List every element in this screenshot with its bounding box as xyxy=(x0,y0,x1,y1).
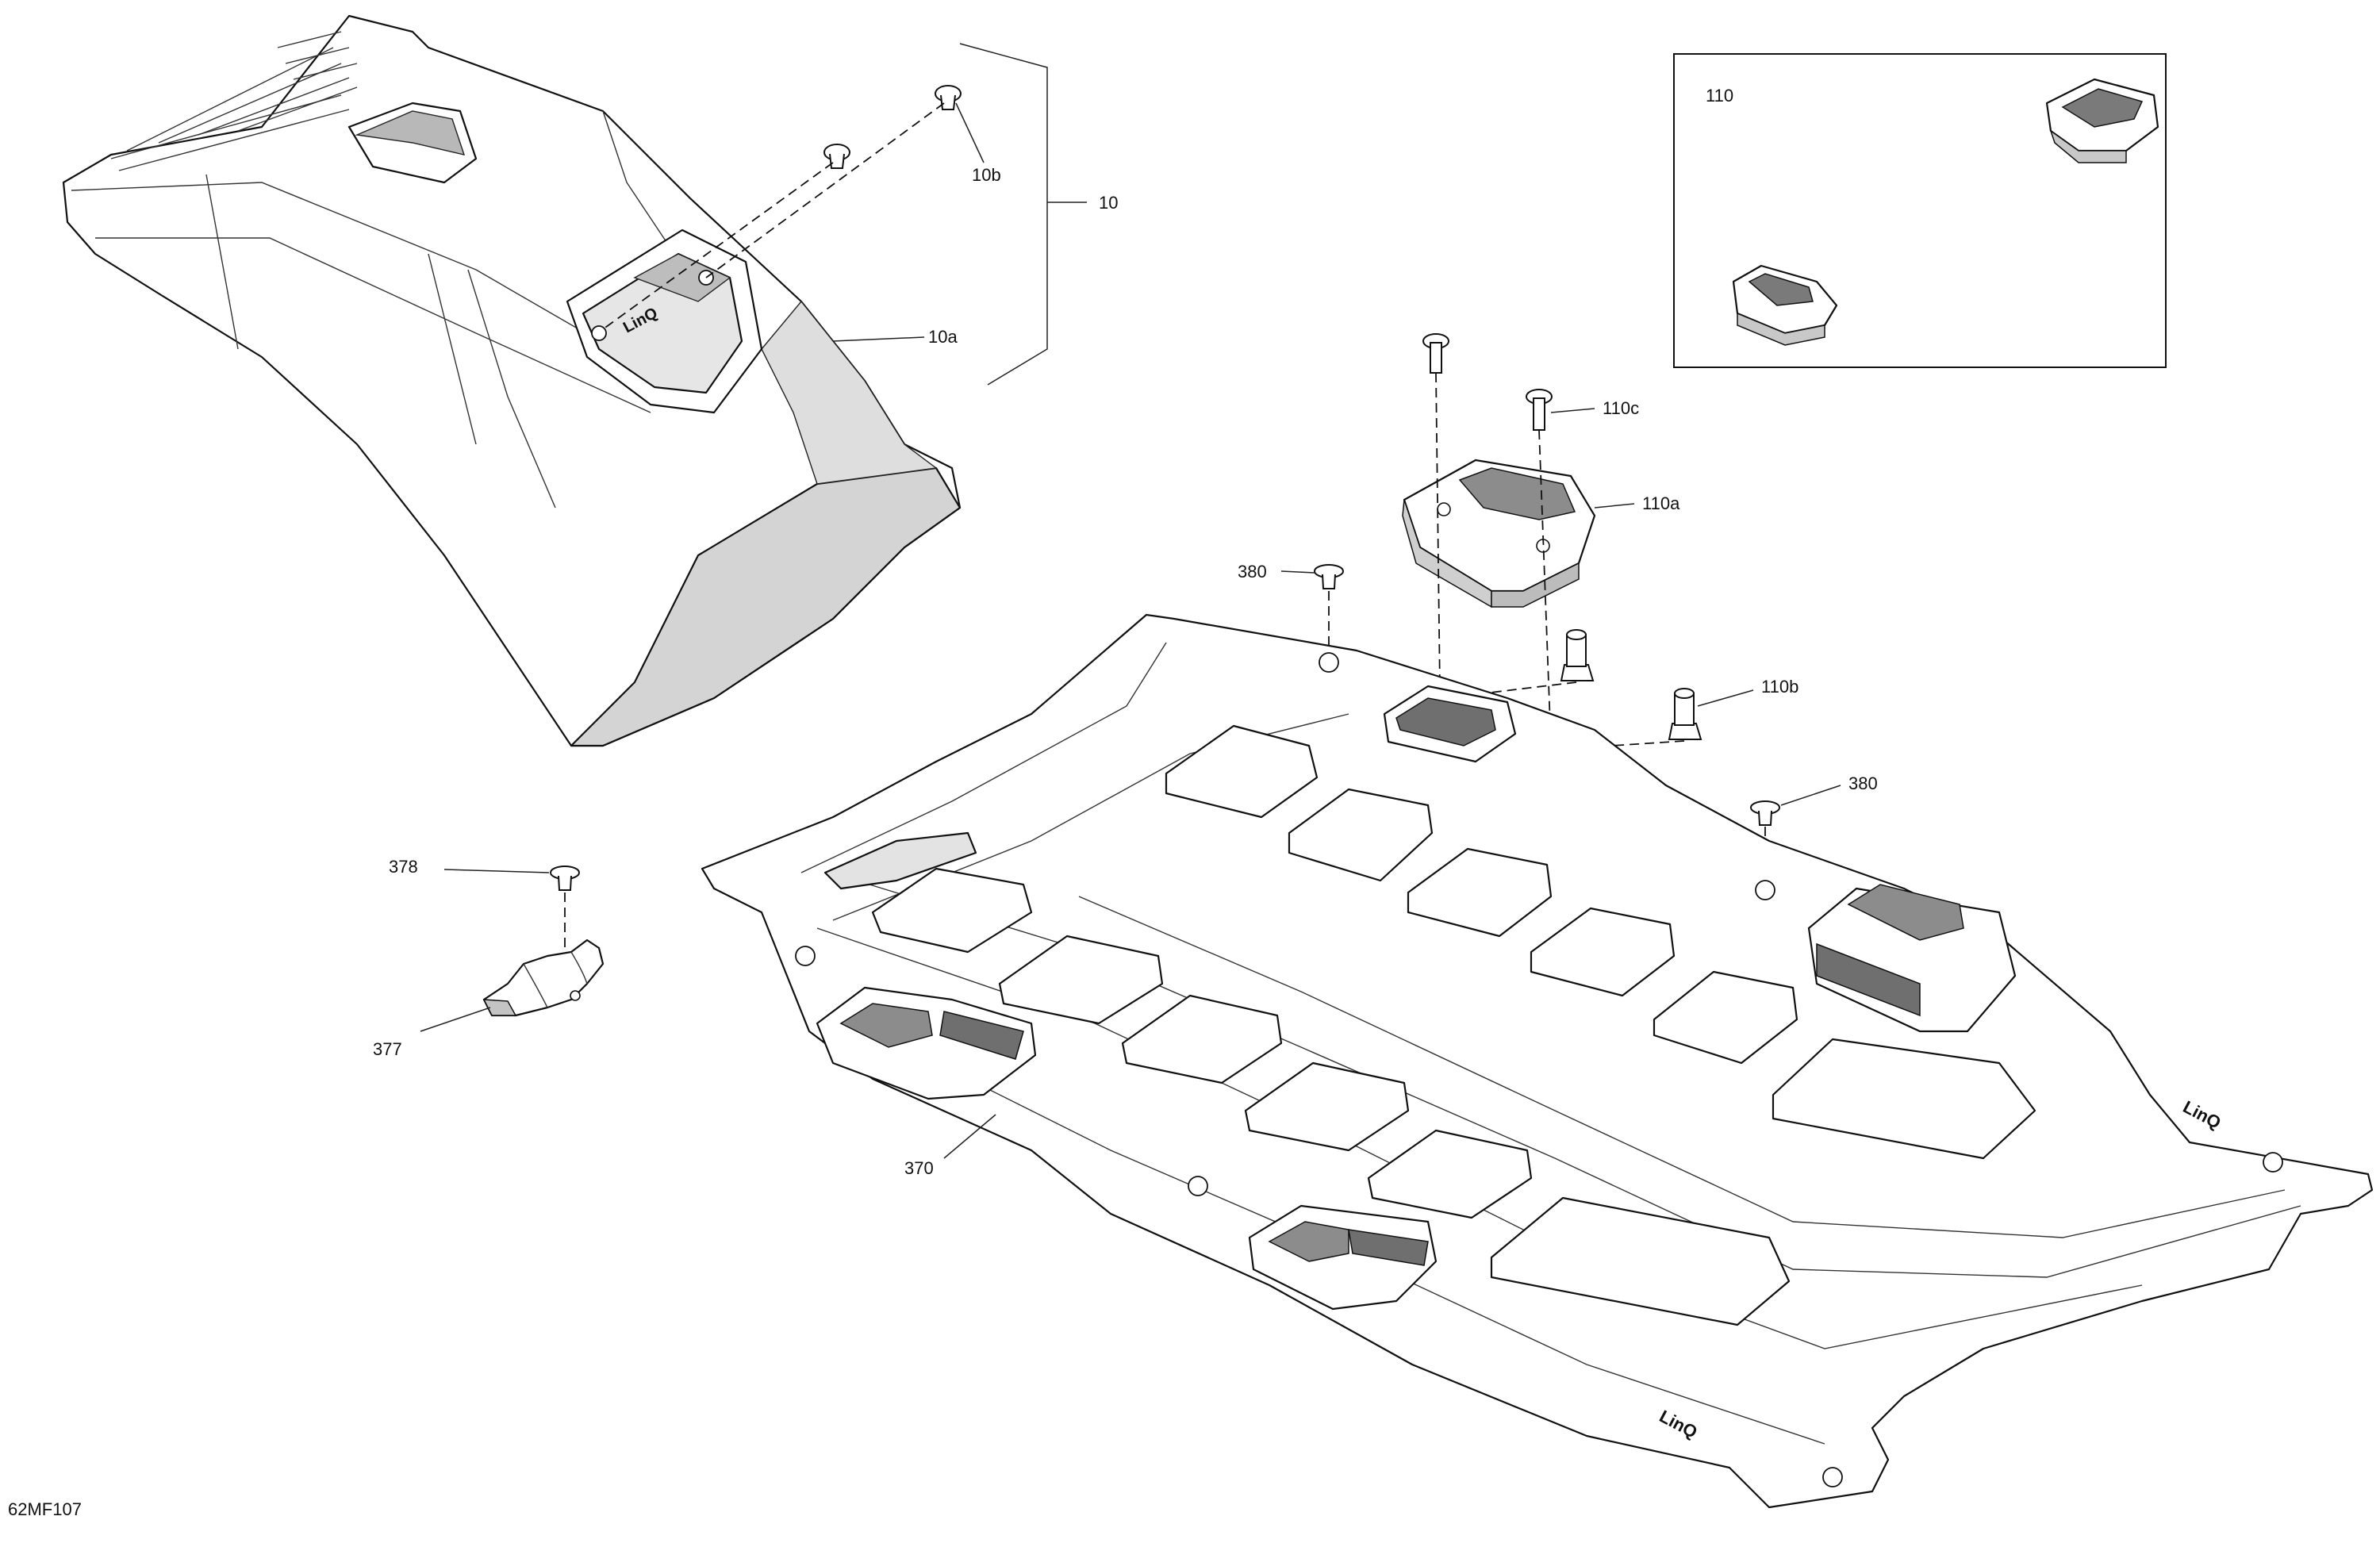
callout-378: 378 xyxy=(389,857,418,877)
plate-anchor-rear-left xyxy=(1383,685,1517,763)
callout-10b: 10b xyxy=(972,165,1001,185)
inset-box-110: 110 xyxy=(1673,53,2167,368)
anchor-110a xyxy=(1402,459,1596,608)
cable-clip-377 xyxy=(482,938,605,1017)
nut-110b-right xyxy=(1668,688,1702,740)
linq-mount-plate: LinQ xyxy=(566,228,763,414)
callout-110: 110 xyxy=(1706,86,1733,106)
plate-anchor-front-left xyxy=(816,986,1037,1100)
nut-110b-left xyxy=(1560,629,1595,681)
callout-370: 370 xyxy=(904,1158,934,1178)
callout-380-left: 380 xyxy=(1238,562,1267,582)
cargo-floor-plate-370: LinQ LinQ xyxy=(701,613,2374,1509)
front-cover-panel-10a: LinQ xyxy=(62,14,962,747)
screw-110c-left xyxy=(1422,333,1449,374)
screw-10b-upper xyxy=(935,85,962,110)
diagram-id: 62MF107 xyxy=(8,1499,82,1519)
callout-10a: 10a xyxy=(928,327,958,347)
callout-380-right: 380 xyxy=(1848,773,1878,793)
rivet-378 xyxy=(550,866,580,891)
callout-377: 377 xyxy=(373,1039,402,1059)
callout-10: 10 xyxy=(1099,193,1118,213)
inset-anchor-lower xyxy=(1732,264,1838,346)
screw-10b-lower xyxy=(823,144,850,169)
plate-anchor-rear-right xyxy=(1807,884,2017,1033)
screw-110c-right xyxy=(1526,389,1553,431)
grill-slats xyxy=(110,31,358,171)
plate-anchor-front-middle xyxy=(1248,1204,1438,1311)
inset-anchor-upper xyxy=(2045,78,2159,163)
rivet-380-left xyxy=(1314,564,1344,589)
callout-110c: 110c xyxy=(1603,398,1639,418)
rivet-380-right xyxy=(1750,800,1780,826)
callout-110b: 110b xyxy=(1761,677,1798,697)
plate-logo-right: LinQ xyxy=(2180,1096,2225,1133)
callout-110a: 110a xyxy=(1642,493,1680,513)
